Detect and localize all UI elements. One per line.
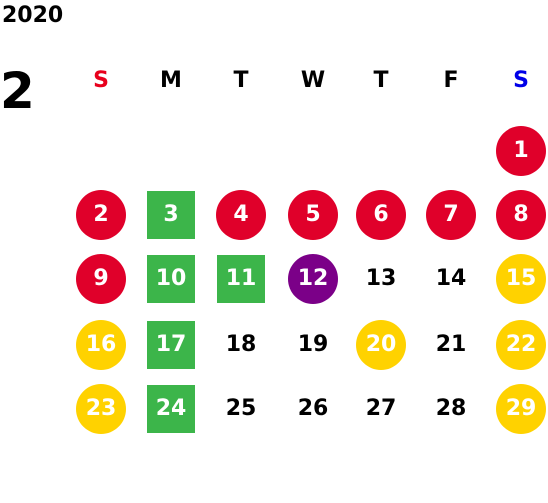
weekday-sunday: S	[93, 68, 109, 93]
day-15[interactable]: 15	[496, 254, 546, 304]
day-18[interactable]: 18	[225, 332, 257, 357]
year-label: 2020	[2, 3, 64, 28]
weekday-monday: M	[160, 68, 182, 93]
day-22[interactable]: 22	[496, 320, 546, 370]
day-12[interactable]: 12	[288, 254, 338, 304]
weekday-tuesday: T	[233, 68, 249, 93]
day-1[interactable]: 1	[496, 126, 546, 176]
day-16[interactable]: 16	[76, 320, 126, 370]
day-21[interactable]: 21	[435, 332, 467, 357]
day-20[interactable]: 20	[356, 320, 406, 370]
day-14[interactable]: 14	[435, 266, 467, 291]
weekday-wednesday: W	[300, 68, 326, 93]
day-8[interactable]: 8	[496, 190, 546, 240]
weekday-saturday: S	[513, 68, 529, 93]
day-4[interactable]: 4	[216, 190, 266, 240]
day-7[interactable]: 7	[426, 190, 476, 240]
weekday-thursday: T	[373, 68, 389, 93]
day-17[interactable]: 17	[147, 321, 195, 369]
day-29[interactable]: 29	[496, 384, 546, 434]
day-19[interactable]: 19	[297, 332, 329, 357]
day-3[interactable]: 3	[147, 191, 195, 239]
day-5[interactable]: 5	[288, 190, 338, 240]
day-9[interactable]: 9	[76, 254, 126, 304]
weekday-friday: F	[443, 68, 459, 93]
day-2[interactable]: 2	[76, 190, 126, 240]
day-26[interactable]: 26	[297, 396, 329, 421]
day-25[interactable]: 25	[225, 396, 257, 421]
day-28[interactable]: 28	[435, 396, 467, 421]
day-11[interactable]: 11	[217, 255, 265, 303]
day-10[interactable]: 10	[147, 255, 195, 303]
day-23[interactable]: 23	[76, 384, 126, 434]
day-13[interactable]: 13	[365, 266, 397, 291]
day-24[interactable]: 24	[147, 385, 195, 433]
day-6[interactable]: 6	[356, 190, 406, 240]
day-27[interactable]: 27	[365, 396, 397, 421]
month-label: 2	[0, 62, 35, 120]
